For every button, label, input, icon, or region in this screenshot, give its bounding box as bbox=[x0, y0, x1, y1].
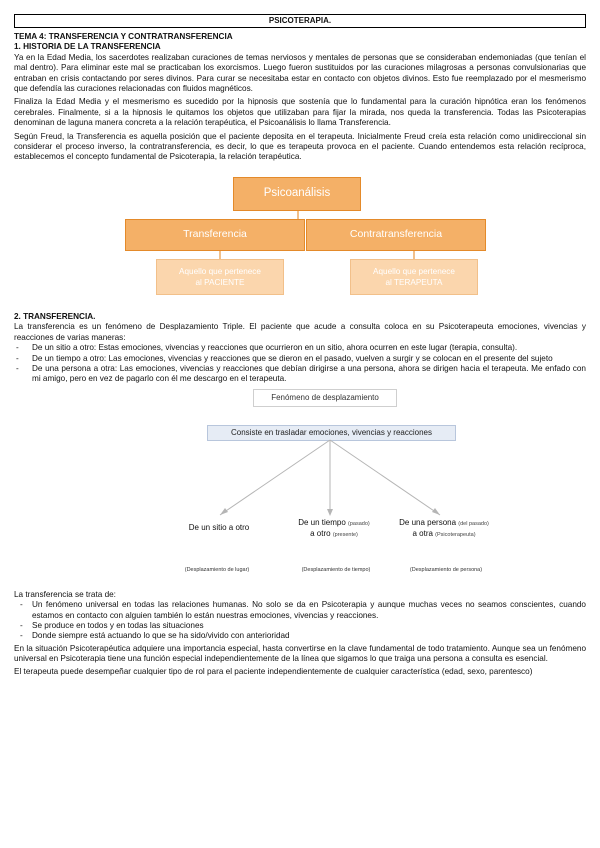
section1-paragraph-3: Según Freud, la Transferencia es aquella… bbox=[14, 131, 586, 162]
displacement-title: Fenómeno de desplazamiento bbox=[253, 388, 397, 407]
list-item: -Se produce en todos y en todas las situ… bbox=[20, 620, 204, 630]
list-item: -De un sitio a otro: Estas emociones, vi… bbox=[16, 343, 518, 353]
arrowhead-left bbox=[220, 507, 228, 515]
diagram-root-psicoanalisis: Psicoanálisis bbox=[233, 176, 361, 211]
document-header: PSICOTERAPIA. bbox=[14, 14, 586, 28]
diagram-note-terapeuta: Aquello que pertenece al TERAPEUTA bbox=[350, 258, 478, 295]
dash-marker: - bbox=[16, 363, 19, 373]
bullet-marker: - bbox=[20, 631, 23, 641]
branch-lugar: De un sitio a otro bbox=[188, 522, 250, 532]
branch-persona: De una persona (del pasado) a otra (Psic… bbox=[399, 517, 489, 538]
caption-persona: (Desplazamiento de persona) bbox=[409, 566, 483, 573]
list-item: -De una persona a otra: Las emociones, v… bbox=[16, 363, 586, 384]
topic-title: TEMA 4: TRANSFERENCIA Y CONTRATRANSFEREN… bbox=[14, 32, 233, 41]
caption-tiempo: (Desplazamiento de tiempo) bbox=[301, 566, 371, 573]
diagram-node-contratransferencia: Contratransferencia bbox=[306, 218, 486, 251]
arrow-left bbox=[219, 439, 331, 516]
section3-paragraph-2: El terapeuta puede desempeñar cualquier … bbox=[14, 666, 533, 676]
document-page: PSICOTERAPIA. TEMA 4: TRANSFERENCIA Y CO… bbox=[14, 14, 586, 677]
note-paciente-line2: al PACIENTE bbox=[195, 277, 245, 287]
section2-intro: La transferencia es un fenómeno de Despl… bbox=[14, 322, 586, 342]
connector-left bbox=[219, 250, 221, 259]
arrow-right bbox=[329, 439, 441, 516]
section1-paragraph-2: Finaliza la Edad Media y el mesmerismo e… bbox=[14, 97, 586, 128]
section3-paragraph-1: En la situación Psicoterapéutica adquier… bbox=[14, 643, 586, 664]
dash-marker: - bbox=[16, 353, 19, 363]
bullet-marker: - bbox=[20, 600, 23, 610]
branch-tiempo: De un tiempo (pasado) a otro (presente) bbox=[298, 517, 370, 538]
diagram-note-paciente: Aquello que pertenece al PACIENTE bbox=[156, 258, 284, 295]
dash-marker: - bbox=[16, 343, 19, 353]
note-terapeuta-line2: al TERAPEUTA bbox=[385, 277, 443, 287]
list-item: -Un fenómeno universal en todas las rela… bbox=[20, 600, 586, 620]
caption-lugar: (Desplazamiento de lugar) bbox=[184, 566, 250, 573]
section1-paragraph-1: Ya en la Edad Media, los sacerdotes real… bbox=[14, 52, 586, 94]
note-paciente-line1: Aquello que pertenece bbox=[179, 266, 261, 276]
list-item: -Donde siempre está actuando lo que se h… bbox=[20, 631, 290, 641]
diagram-node-transferencia: Transferencia bbox=[125, 218, 305, 251]
arrowhead-center bbox=[327, 508, 333, 516]
section1-heading: 1. HISTORIA DE LA TRANSFERENCIA bbox=[14, 42, 161, 52]
arrowhead-right bbox=[432, 507, 440, 515]
displacement-diagram: Fenómeno de desplazamiento Consiste en t… bbox=[14, 385, 586, 590]
connector-root bbox=[297, 210, 299, 219]
section2-heading: 2. TRANSFERENCIA. bbox=[14, 311, 96, 321]
displacement-arrows bbox=[219, 439, 441, 516]
section3-lead: La transferencia se trata de: bbox=[14, 589, 116, 599]
psychoanalysis-diagram: Psicoanálisis Transferencia Contratransf… bbox=[14, 163, 586, 308]
bullet-marker: - bbox=[20, 620, 23, 630]
connector-right bbox=[413, 250, 415, 259]
list-item: -De un tiempo a otro: Las emociones, viv… bbox=[16, 353, 553, 363]
note-terapeuta-line1: Aquello que pertenece bbox=[373, 266, 455, 276]
